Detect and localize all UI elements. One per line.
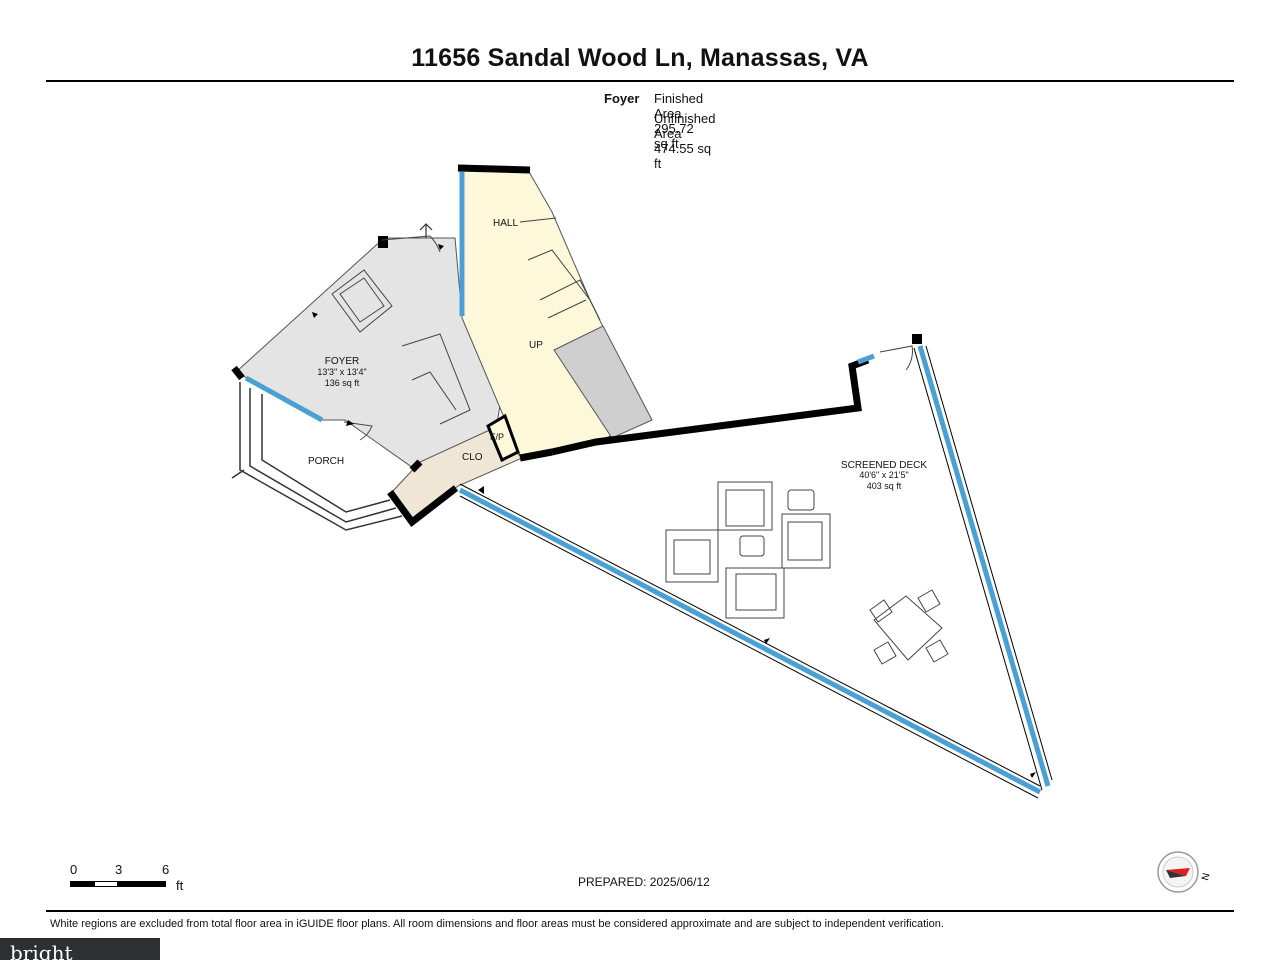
- scale-segment-black: [118, 881, 166, 887]
- column: [912, 334, 922, 344]
- scale-tick-0: 0: [70, 862, 78, 877]
- foyer-label: FOYER: [325, 356, 359, 367]
- scale-unit: ft: [176, 878, 184, 893]
- dining-set: [869, 589, 949, 665]
- up-label: UP: [529, 340, 543, 351]
- scale-segment-black: [70, 881, 94, 887]
- brand-logo: bright: [0, 938, 160, 960]
- page-title: 11656 Sandal Wood Ln, Manassas, VA: [411, 44, 869, 72]
- marker-arrows: [312, 244, 1036, 778]
- scale-tick-3: 3: [115, 862, 123, 877]
- foyer-area: 136 sq ft: [325, 378, 360, 388]
- deck-room: [458, 340, 1046, 790]
- column: [378, 236, 388, 248]
- foyer-dims: 13'3" x 13'4": [317, 367, 366, 377]
- deck-chairs: [665, 481, 831, 619]
- foyer-furniture: [331, 269, 471, 425]
- stairs: [519, 217, 601, 321]
- fireplace: [486, 413, 520, 463]
- title-rule: [46, 80, 1234, 82]
- scale-tick-6: 6: [162, 862, 170, 877]
- compass-label: N: [1200, 872, 1212, 882]
- deck-dims: 40'6" x 21'5": [859, 470, 908, 480]
- fp-label: F/P: [490, 432, 504, 442]
- compass-icon: N: [1157, 851, 1213, 893]
- hall-label: HALL: [493, 218, 518, 229]
- porch-label: PORCH: [308, 456, 344, 467]
- deck-area: 403 sq ft: [867, 481, 902, 491]
- level-name: Foyer: [604, 91, 640, 106]
- disclaimer: White regions are excluded from total fl…: [50, 918, 944, 930]
- porch-outline: [231, 382, 403, 531]
- window-edges: [459, 345, 1053, 799]
- finished-area: Finished Area 295.72 sq ft: [654, 91, 704, 151]
- windows: [244, 172, 1051, 795]
- deck-label: SCREENED DECK: [841, 460, 927, 471]
- clo-label: CLO: [462, 452, 483, 463]
- footer-rule: [46, 910, 1234, 912]
- stair-storage: [553, 325, 653, 439]
- scale-bar: 0 3 6 ft: [68, 862, 208, 898]
- door-swings: [343, 235, 913, 441]
- walls: [231, 164, 870, 527]
- unfinished-area: Unfinished Area 474.55 sq ft: [654, 111, 716, 171]
- prepared-date: PREPARED: 2025/06/12: [578, 875, 710, 889]
- foyer-room: [235, 237, 501, 471]
- up-arrow: [419, 223, 433, 238]
- scale-segment-white: [94, 881, 118, 887]
